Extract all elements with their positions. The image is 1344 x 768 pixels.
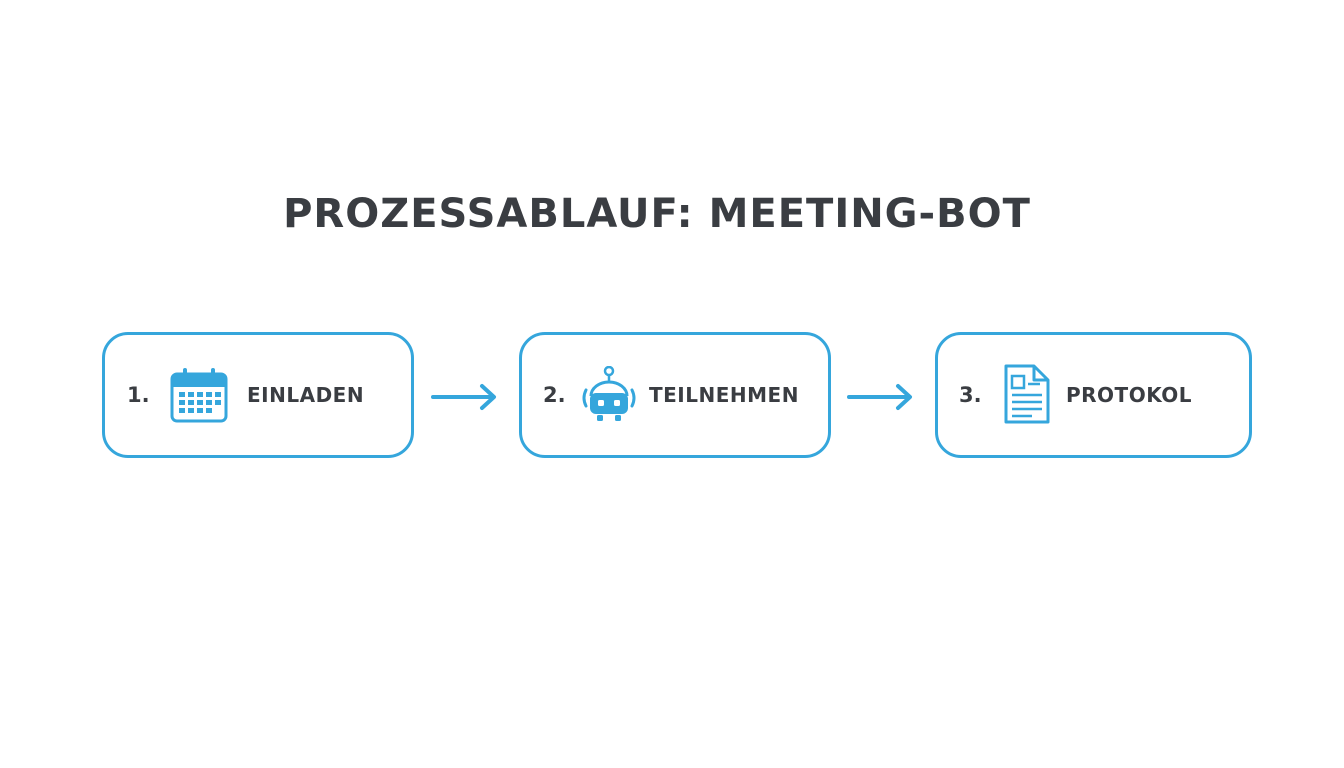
arrow-right-icon bbox=[846, 382, 916, 412]
diagram-title: PROZESSABLAUF: MEETING-BOT bbox=[283, 191, 1031, 237]
document-icon bbox=[1002, 364, 1052, 426]
step-label: TEILNEHMEN bbox=[649, 383, 799, 407]
calendar-icon bbox=[170, 367, 228, 423]
step-label: EINLADEN bbox=[247, 383, 365, 407]
step-box-einladen: 1. EINLADEN bbox=[102, 332, 414, 458]
step-box-teilnehmen: 2. TEILNEHMEN bbox=[519, 332, 831, 458]
robot-icon bbox=[580, 366, 638, 424]
arrow-right-icon bbox=[430, 382, 500, 412]
step-number: 2. bbox=[543, 383, 566, 407]
step-number: 1. bbox=[127, 383, 150, 407]
step-box-protokol: 3. PROTOKOL bbox=[935, 332, 1252, 458]
step-label: PROTOKOL bbox=[1066, 383, 1193, 407]
step-number: 3. bbox=[959, 383, 982, 407]
